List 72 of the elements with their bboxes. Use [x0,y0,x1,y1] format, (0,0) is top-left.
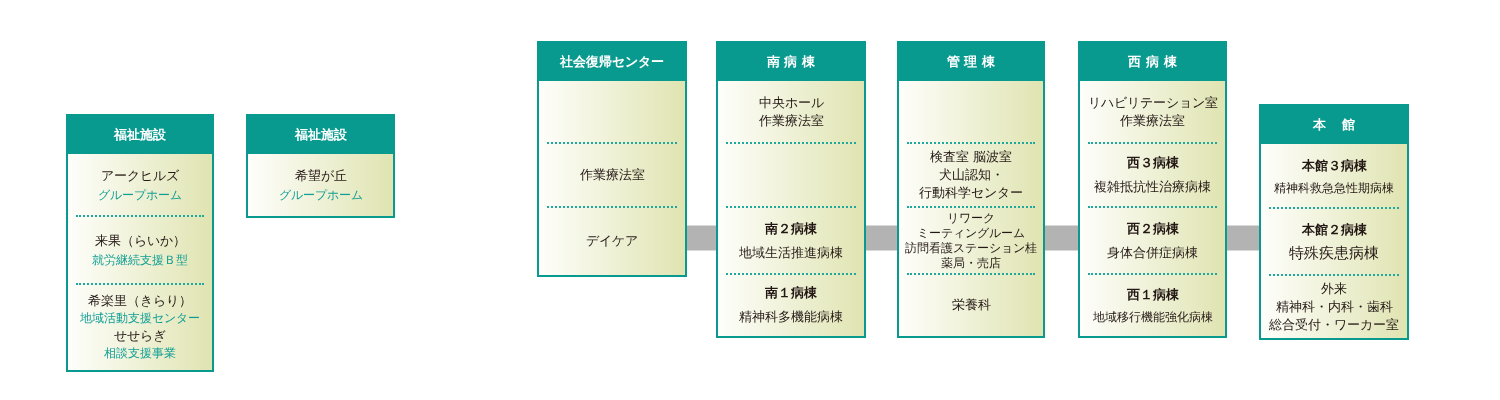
place-label: アークヒルズ [101,166,179,185]
service-type-label: グループホーム [278,186,363,204]
empty-section [539,81,685,143]
place-label: 総合受付・ワーカー室 [1269,315,1399,334]
place-label: 作業療法室 [1120,112,1185,130]
place-label: 犬山認知・ [938,166,1004,184]
place-label: 中央ホール [758,94,824,112]
connector-bar [1045,225,1078,251]
place-label: 希望が丘 [294,166,347,185]
building-heading: 南病棟 [718,43,864,81]
card-section [1261,275,1407,338]
service-type-label: グループホーム [98,186,182,204]
building-card [1259,104,1409,340]
building-heading: 管理棟 [899,43,1043,81]
building-card [1078,41,1227,338]
room-label: リワーク [947,210,995,226]
ward-label: 南２病棟 [765,219,817,238]
place-label: 外来 [1321,279,1347,298]
ward-label: 西２病棟 [1126,219,1179,238]
ward-label: 南１病棟 [765,284,817,302]
building-heading: 西病棟 [1080,43,1225,81]
room-label: 地域移行機能強化病棟 [1092,309,1213,325]
room-label: 薬局・売店 [941,255,1001,271]
building-card [246,114,395,218]
building-card [537,41,687,277]
card-section [1261,144,1407,208]
place-label: 身体合併症病棟 [1107,243,1198,262]
place-label: 来果（らいか） [94,231,186,250]
card-section [68,154,212,216]
place-label: 精神科・内科・歯科 [1275,297,1393,316]
card-section [539,207,685,275]
place-label: デイケア [586,232,638,250]
service-type-label: 相談支援事業 [104,345,176,362]
building-heading: 福祉施設 [248,116,393,154]
connector-bar [687,225,716,251]
place-label: せせらぎ [114,327,166,345]
service-type-label: 就労継続支援Ｂ型 [92,251,188,269]
card-section [1080,274,1225,336]
card-section [718,81,864,143]
ward-label: 西３病棟 [1126,154,1179,172]
room-label: 精神科救急急性期病棟 [1274,180,1394,196]
place-label: 複雑抵抗性治療病棟 [1094,178,1211,196]
ward-type-label: 特殊疾患病棟 [1289,242,1379,263]
building-card [66,114,214,372]
ward-label: 西１病棟 [1126,285,1179,304]
card-section [248,154,393,216]
place-label: 作業療法室 [579,166,645,184]
building-heading: 福祉施設 [68,116,212,154]
ward-label: 本館２病棟 [1301,220,1367,239]
service-type-label: 地域活動支援センター [80,310,200,327]
card-section [899,274,1043,336]
card-section [1080,81,1225,143]
room-label: 訪問看護ステーション桂 [905,240,1037,256]
ward-label: 本館３病棟 [1301,156,1367,175]
building-card [716,41,866,338]
empty-section [899,81,1043,143]
place-label: 作業療法室 [758,112,824,130]
place-label: 精神科多機能病棟 [739,308,843,326]
place-label: リハビリテーション室 [1087,94,1218,112]
place-label: 希楽里（きらり） [88,292,192,310]
building-heading: 本館 [1261,106,1407,144]
connector-bar [1227,225,1259,251]
place-label: 検査室 脳波室 [929,148,1013,166]
connector-bar [866,225,897,251]
place-label: 行動科学センター [919,184,1023,202]
place-label: 栄養科 [951,296,991,314]
card-section [68,284,212,370]
place-label: 地域生活推進病棟 [739,243,843,262]
building-card [897,41,1045,338]
room-label: ミーティングルーム [917,225,1025,241]
card-section [718,274,864,336]
building-heading: 社会復帰センター [539,43,685,81]
